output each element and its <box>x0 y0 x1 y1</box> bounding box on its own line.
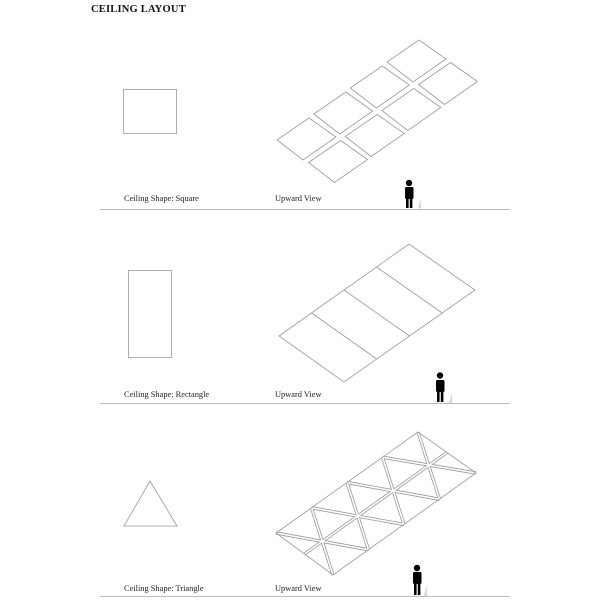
person-icon <box>436 372 445 402</box>
view-label-square: Upward View <box>275 194 322 203</box>
rectangle-panel-grid <box>278 243 476 383</box>
wedge-shadow-icon <box>418 199 421 209</box>
person-icon <box>413 564 422 595</box>
shape-label-triangle: Ceiling Shape: Triangle <box>124 584 204 593</box>
triangle-shape <box>123 480 178 527</box>
page-title: CEILING LAYOUT <box>91 4 186 15</box>
wedge-shadow-icon <box>424 585 427 596</box>
shape-label-square: Ceiling Shape: Square <box>124 194 199 203</box>
view-label-triangle: Upward View <box>275 584 322 593</box>
divider-rule <box>100 596 510 597</box>
divider-rule <box>100 403 510 404</box>
person-icon <box>405 179 414 208</box>
square-shape <box>123 89 177 134</box>
wedge-shadow-icon <box>449 393 452 403</box>
shape-label-rectangle: Ceiling Shape: Rectangle <box>124 390 210 399</box>
triangle-tile-grid <box>275 431 477 576</box>
view-label-rectangle: Upward View <box>275 390 322 399</box>
square-tile-grid <box>276 39 479 183</box>
rectangle-shape <box>128 270 172 358</box>
divider-rule <box>100 209 510 210</box>
